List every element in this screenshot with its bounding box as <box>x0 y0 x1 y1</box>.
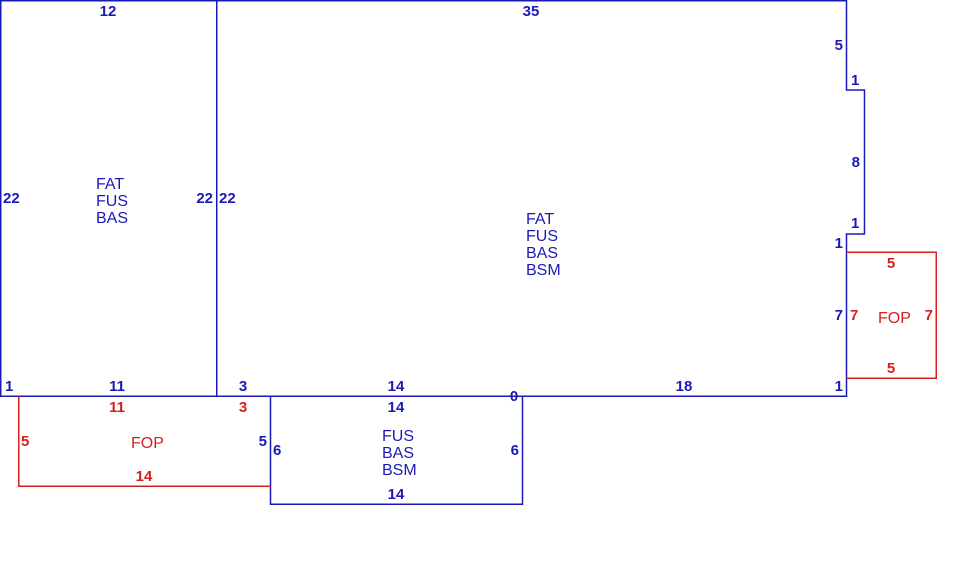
porch-left-outline <box>18 396 271 487</box>
bottom-section-code-1: FUS <box>382 428 414 445</box>
porch-left-top-b-dim: 3 <box>239 399 247 416</box>
main-section-code-1: FAT <box>526 211 554 228</box>
left-section-outline <box>0 0 218 397</box>
left-section-right-dim: 22 <box>196 190 213 207</box>
left-section-bottom-dim: 11 <box>109 378 125 395</box>
left-section-top-dim: 12 <box>100 3 117 20</box>
left-section-code-1: FAT <box>96 176 124 193</box>
main-section-bottom-b-dim: 14 <box>388 378 405 395</box>
bottom-section-left-dim: 6 <box>273 442 281 459</box>
bottom-section-code-3: BSM <box>382 462 417 479</box>
main-section-bottom-a-dim: 3 <box>239 378 247 395</box>
bottom-section-outline <box>269 395 524 505</box>
bottom-section-bottom-dim: 14 <box>388 486 405 503</box>
main-section-notch-bottom-dim: 1 <box>851 215 859 232</box>
porch-left-top-a-dim: 11 <box>109 399 125 416</box>
bottom-section-code-2: BAS <box>382 445 414 462</box>
porch-left-code: FOP <box>131 435 164 452</box>
main-section-left-dim: 22 <box>219 190 236 207</box>
bottom-section-right-dim: 6 <box>511 442 519 459</box>
main-section-notch-top-dim: 1 <box>851 72 859 89</box>
main-section-right-lower-top-dim: 1 <box>835 235 843 252</box>
porch-right-left-dim: 7 <box>850 307 858 324</box>
porch-right-code: FOP <box>878 310 911 327</box>
main-section-notch-side-dim: 8 <box>852 154 860 171</box>
left-section-bottom-left-dim: 1 <box>5 378 13 395</box>
main-section-code-2: FUS <box>526 228 558 245</box>
main-section-top-dim: 35 <box>523 3 540 20</box>
porch-right-top-dim: 5 <box>887 255 895 272</box>
main-section-bottom-c-dim: 0 <box>510 388 518 405</box>
porch-left-left-dim: 5 <box>21 433 29 450</box>
porch-left-bottom-dim: 14 <box>136 468 153 485</box>
porch-right-outline <box>846 251 937 379</box>
bottom-section-top-dim: 14 <box>388 399 405 416</box>
left-section-code-2: FUS <box>96 193 128 210</box>
main-section-right-lower-dim: 7 <box>835 307 843 324</box>
main-section-code-4: BSM <box>526 262 561 279</box>
porch-right-right-dim: 7 <box>925 307 933 324</box>
main-section-outline <box>216 0 866 397</box>
main-section-code-3: BAS <box>526 245 558 262</box>
main-section-bottom-d-dim: 18 <box>676 378 693 395</box>
left-section-code-3: BAS <box>96 210 128 227</box>
left-section-left-dim: 22 <box>3 190 20 207</box>
main-section-right-bottom-dim: 1 <box>835 378 843 395</box>
main-section-right-upper-dim: 5 <box>835 37 843 54</box>
porch-left-right-dim: 5 <box>259 433 267 450</box>
porch-right-bottom-dim: 5 <box>887 360 895 377</box>
